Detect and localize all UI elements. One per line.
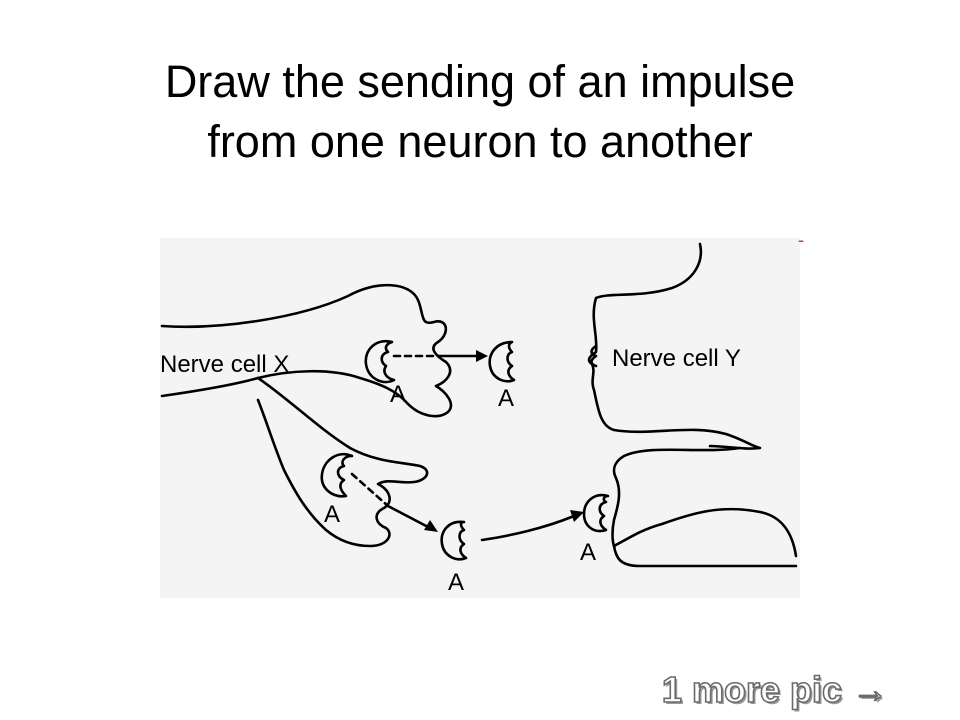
arrow-lower-head: [424, 520, 438, 532]
accent-mark: -: [798, 230, 804, 250]
arrow-upper-head: [476, 350, 488, 362]
diagram-background: [160, 238, 800, 598]
arrow-lower-shaft: [386, 504, 432, 530]
arrow-cross-shaft: [480, 514, 576, 542]
next-slide-button[interactable]: 1 more pic→: [661, 668, 889, 712]
arrow-cross-head: [570, 510, 584, 522]
molecule-lower-free: [440, 520, 468, 561]
cell-y-lower-body: [611, 446, 798, 558]
label-a-lower-free: A: [448, 569, 464, 596]
arrow-right-icon: →: [851, 668, 889, 711]
label-a-lower-terminal: A: [324, 501, 340, 528]
slide-title: Draw the sending of an impulse from one …: [0, 52, 960, 172]
title-line-1: Draw the sending of an impulse: [164, 56, 796, 107]
receptor-x-lower: [320, 453, 354, 498]
label-a-upper-terminal: A: [390, 381, 406, 408]
next-slide-label: 1 more pic: [661, 668, 843, 711]
label-a-cell-y: A: [580, 539, 596, 566]
molecule-upper-free: [488, 340, 516, 383]
cell-y-upper-body: [587, 242, 762, 450]
receptor-x-upper: [364, 339, 396, 384]
release-line-lower: [350, 472, 390, 508]
receptor-y-lower: [582, 493, 610, 533]
label-nerve-cell-y: Nerve cell Y: [612, 345, 741, 372]
label-a-upper-free: A: [498, 385, 514, 412]
receptor-y-upper: [590, 344, 598, 368]
cell-y-lower-edge: [612, 544, 798, 568]
title-line-2: from one neuron to another: [207, 116, 753, 167]
label-nerve-cell-x: Nerve cell X: [160, 351, 289, 378]
cell-x-lower-terminal: [256, 376, 429, 548]
cell-x-upper-terminal: [160, 283, 453, 418]
